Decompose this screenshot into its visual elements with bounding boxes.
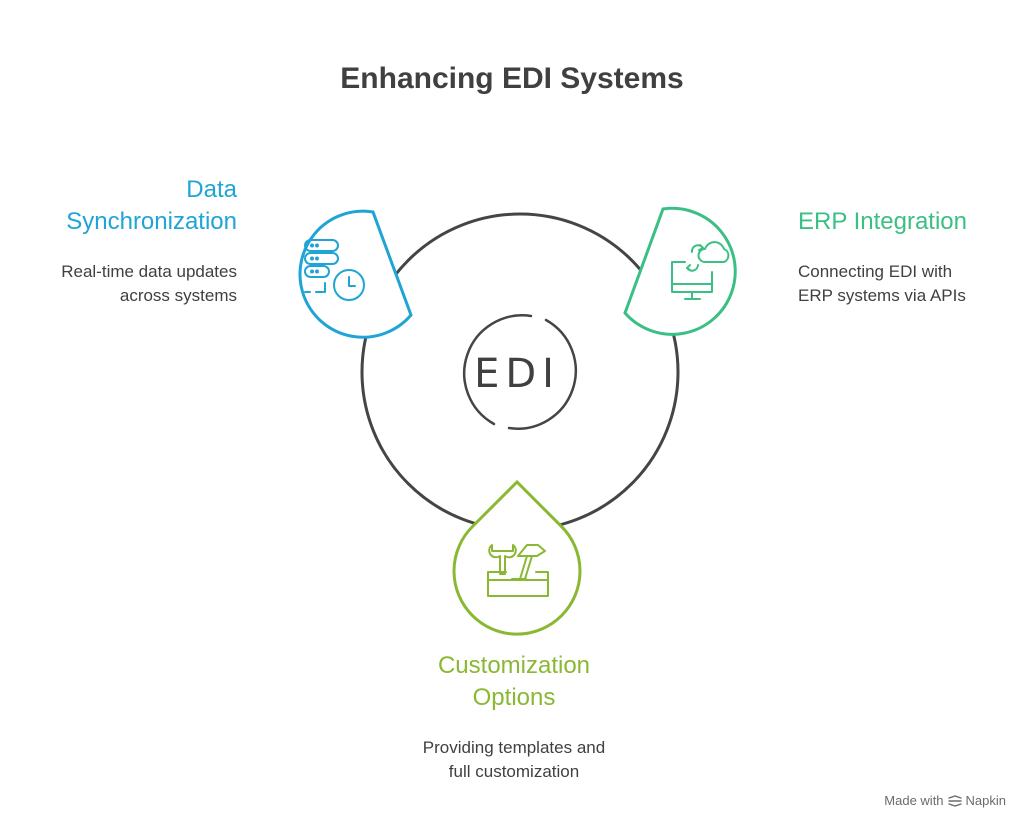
monitor-cloud-sync-icon	[671, 241, 730, 300]
napkin-credit[interactable]: Made with Napkin	[884, 793, 1006, 808]
erp-integration-node	[623, 206, 737, 336]
customization-description: Providing templates and full customizati…	[422, 738, 606, 781]
server-clock-icon	[304, 239, 365, 301]
erp-integration-description: Connecting EDI with ERP systems via APIs	[798, 262, 966, 305]
made-with-label: Made with	[884, 793, 944, 808]
data-sync-heading: Data Synchronization	[66, 176, 237, 235]
data-sync-node	[298, 209, 413, 339]
center-label: EDI	[474, 351, 560, 397]
napkin-logo-icon	[947, 794, 962, 807]
toolbox-icon	[487, 544, 549, 597]
erp-integration-heading: ERP Integration	[798, 208, 967, 235]
data-sync-text: Data Synchronization Real-time data upda…	[0, 174, 237, 308]
cycle-arrows-icon	[462, 314, 578, 430]
customization-heading: Customization Options	[437, 652, 591, 711]
napkin-brand-label: Napkin	[965, 793, 1006, 808]
customization-text: Customization Options Providing template…	[374, 650, 654, 784]
diagram-title: Enhancing EDI Systems	[340, 62, 684, 95]
data-sync-description: Real-time data updates across systems	[61, 262, 237, 305]
customization-node	[452, 479, 582, 636]
erp-integration-text: ERP Integration Connecting EDI with ERP …	[798, 206, 1013, 308]
